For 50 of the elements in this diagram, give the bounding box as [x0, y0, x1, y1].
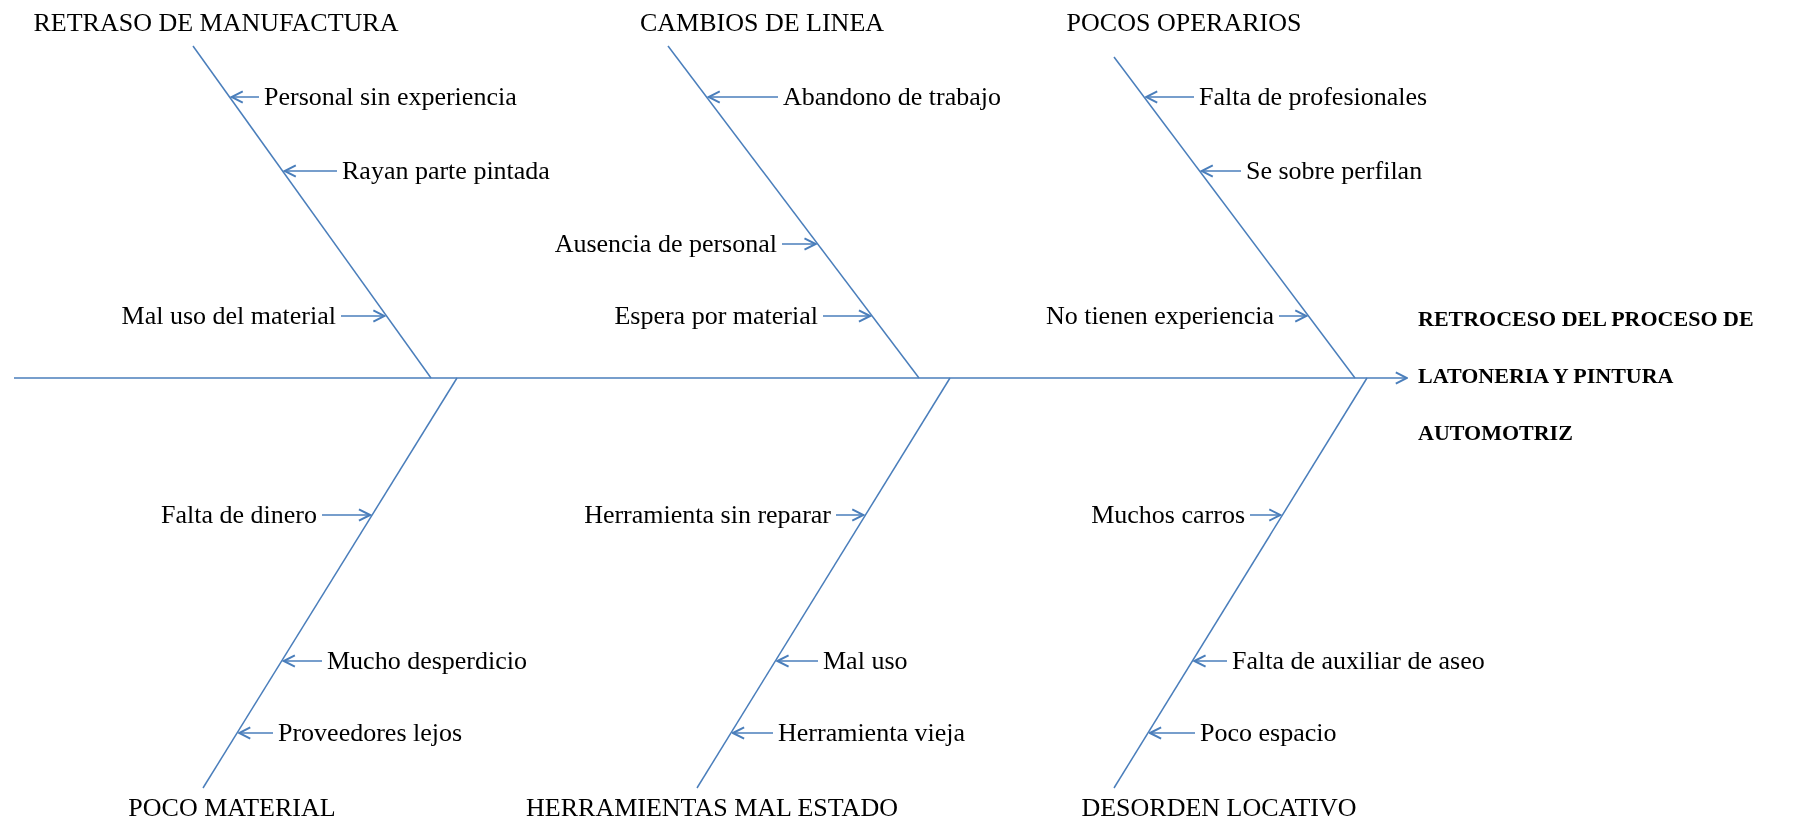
- arrow: [282, 654, 323, 668]
- cause-label: Falta de dinero: [161, 502, 317, 528]
- arrow: [835, 508, 865, 522]
- effect-label: RETROCESO DEL PROCESO DE LATONERIA Y PINTURA AUTOMOTRIZ: [1418, 290, 1788, 461]
- arrow: [1249, 508, 1282, 522]
- arrow: [731, 726, 774, 740]
- arrow: [1200, 164, 1242, 178]
- bone-line: [192, 45, 432, 379]
- cause-label: Proveedores lejos: [278, 720, 463, 746]
- cause-label: Personal sin experiencia: [264, 84, 517, 110]
- cause-label: Falta de profesionales: [1199, 84, 1428, 110]
- bone-line: [1113, 377, 1368, 789]
- cause-label: Muchos carros: [1091, 502, 1245, 528]
- spine-arrow: [13, 371, 1408, 385]
- arrow: [283, 164, 338, 178]
- arrow: [1193, 654, 1228, 668]
- arrow: [1148, 726, 1196, 740]
- category-label: RETRASO DE MANUFACTURA: [33, 10, 399, 36]
- cause-label: Poco espacio: [1200, 720, 1337, 746]
- category-label: POCOS OPERARIOS: [1066, 10, 1302, 36]
- arrow: [230, 90, 260, 104]
- cause-label: Falta de auxiliar de aseo: [1232, 648, 1485, 674]
- cause-label: Rayan parte pintada: [342, 158, 550, 184]
- category-label: DESORDEN LOCATIVO: [1081, 795, 1357, 821]
- arrow: [781, 237, 817, 251]
- cause-label: Espera por material: [614, 303, 818, 329]
- arrow: [340, 309, 386, 323]
- category-label: POCO MATERIAL: [128, 795, 336, 821]
- cause-label: Herramienta vieja: [778, 720, 965, 746]
- arrow: [1145, 90, 1195, 104]
- cause-label: Ausencia de personal: [554, 231, 777, 257]
- arrow: [776, 654, 819, 668]
- arrow: [321, 508, 372, 522]
- arrow: [822, 309, 872, 323]
- cause-label: No tienen experiencia: [1045, 303, 1274, 329]
- cause-label: Herramienta sin reparar: [584, 502, 831, 528]
- cause-label: Abandono de trabajo: [783, 84, 1002, 110]
- cause-label: Mal uso del material: [121, 303, 336, 329]
- bone-line: [1113, 56, 1356, 379]
- bone-line: [667, 45, 920, 379]
- category-label: CAMBIOS DE LINEA: [639, 10, 885, 36]
- category-label: HERRAMIENTAS MAL ESTADO: [526, 795, 898, 821]
- bone-line: [202, 377, 458, 789]
- arrow: [1278, 309, 1308, 323]
- cause-label: Mucho desperdicio: [327, 648, 527, 674]
- cause-label: Se sobre perfilan: [1246, 158, 1423, 184]
- bone-line: [696, 377, 951, 789]
- arrow: [238, 726, 274, 740]
- cause-label: Mal uso: [823, 648, 908, 674]
- arrow: [707, 90, 779, 104]
